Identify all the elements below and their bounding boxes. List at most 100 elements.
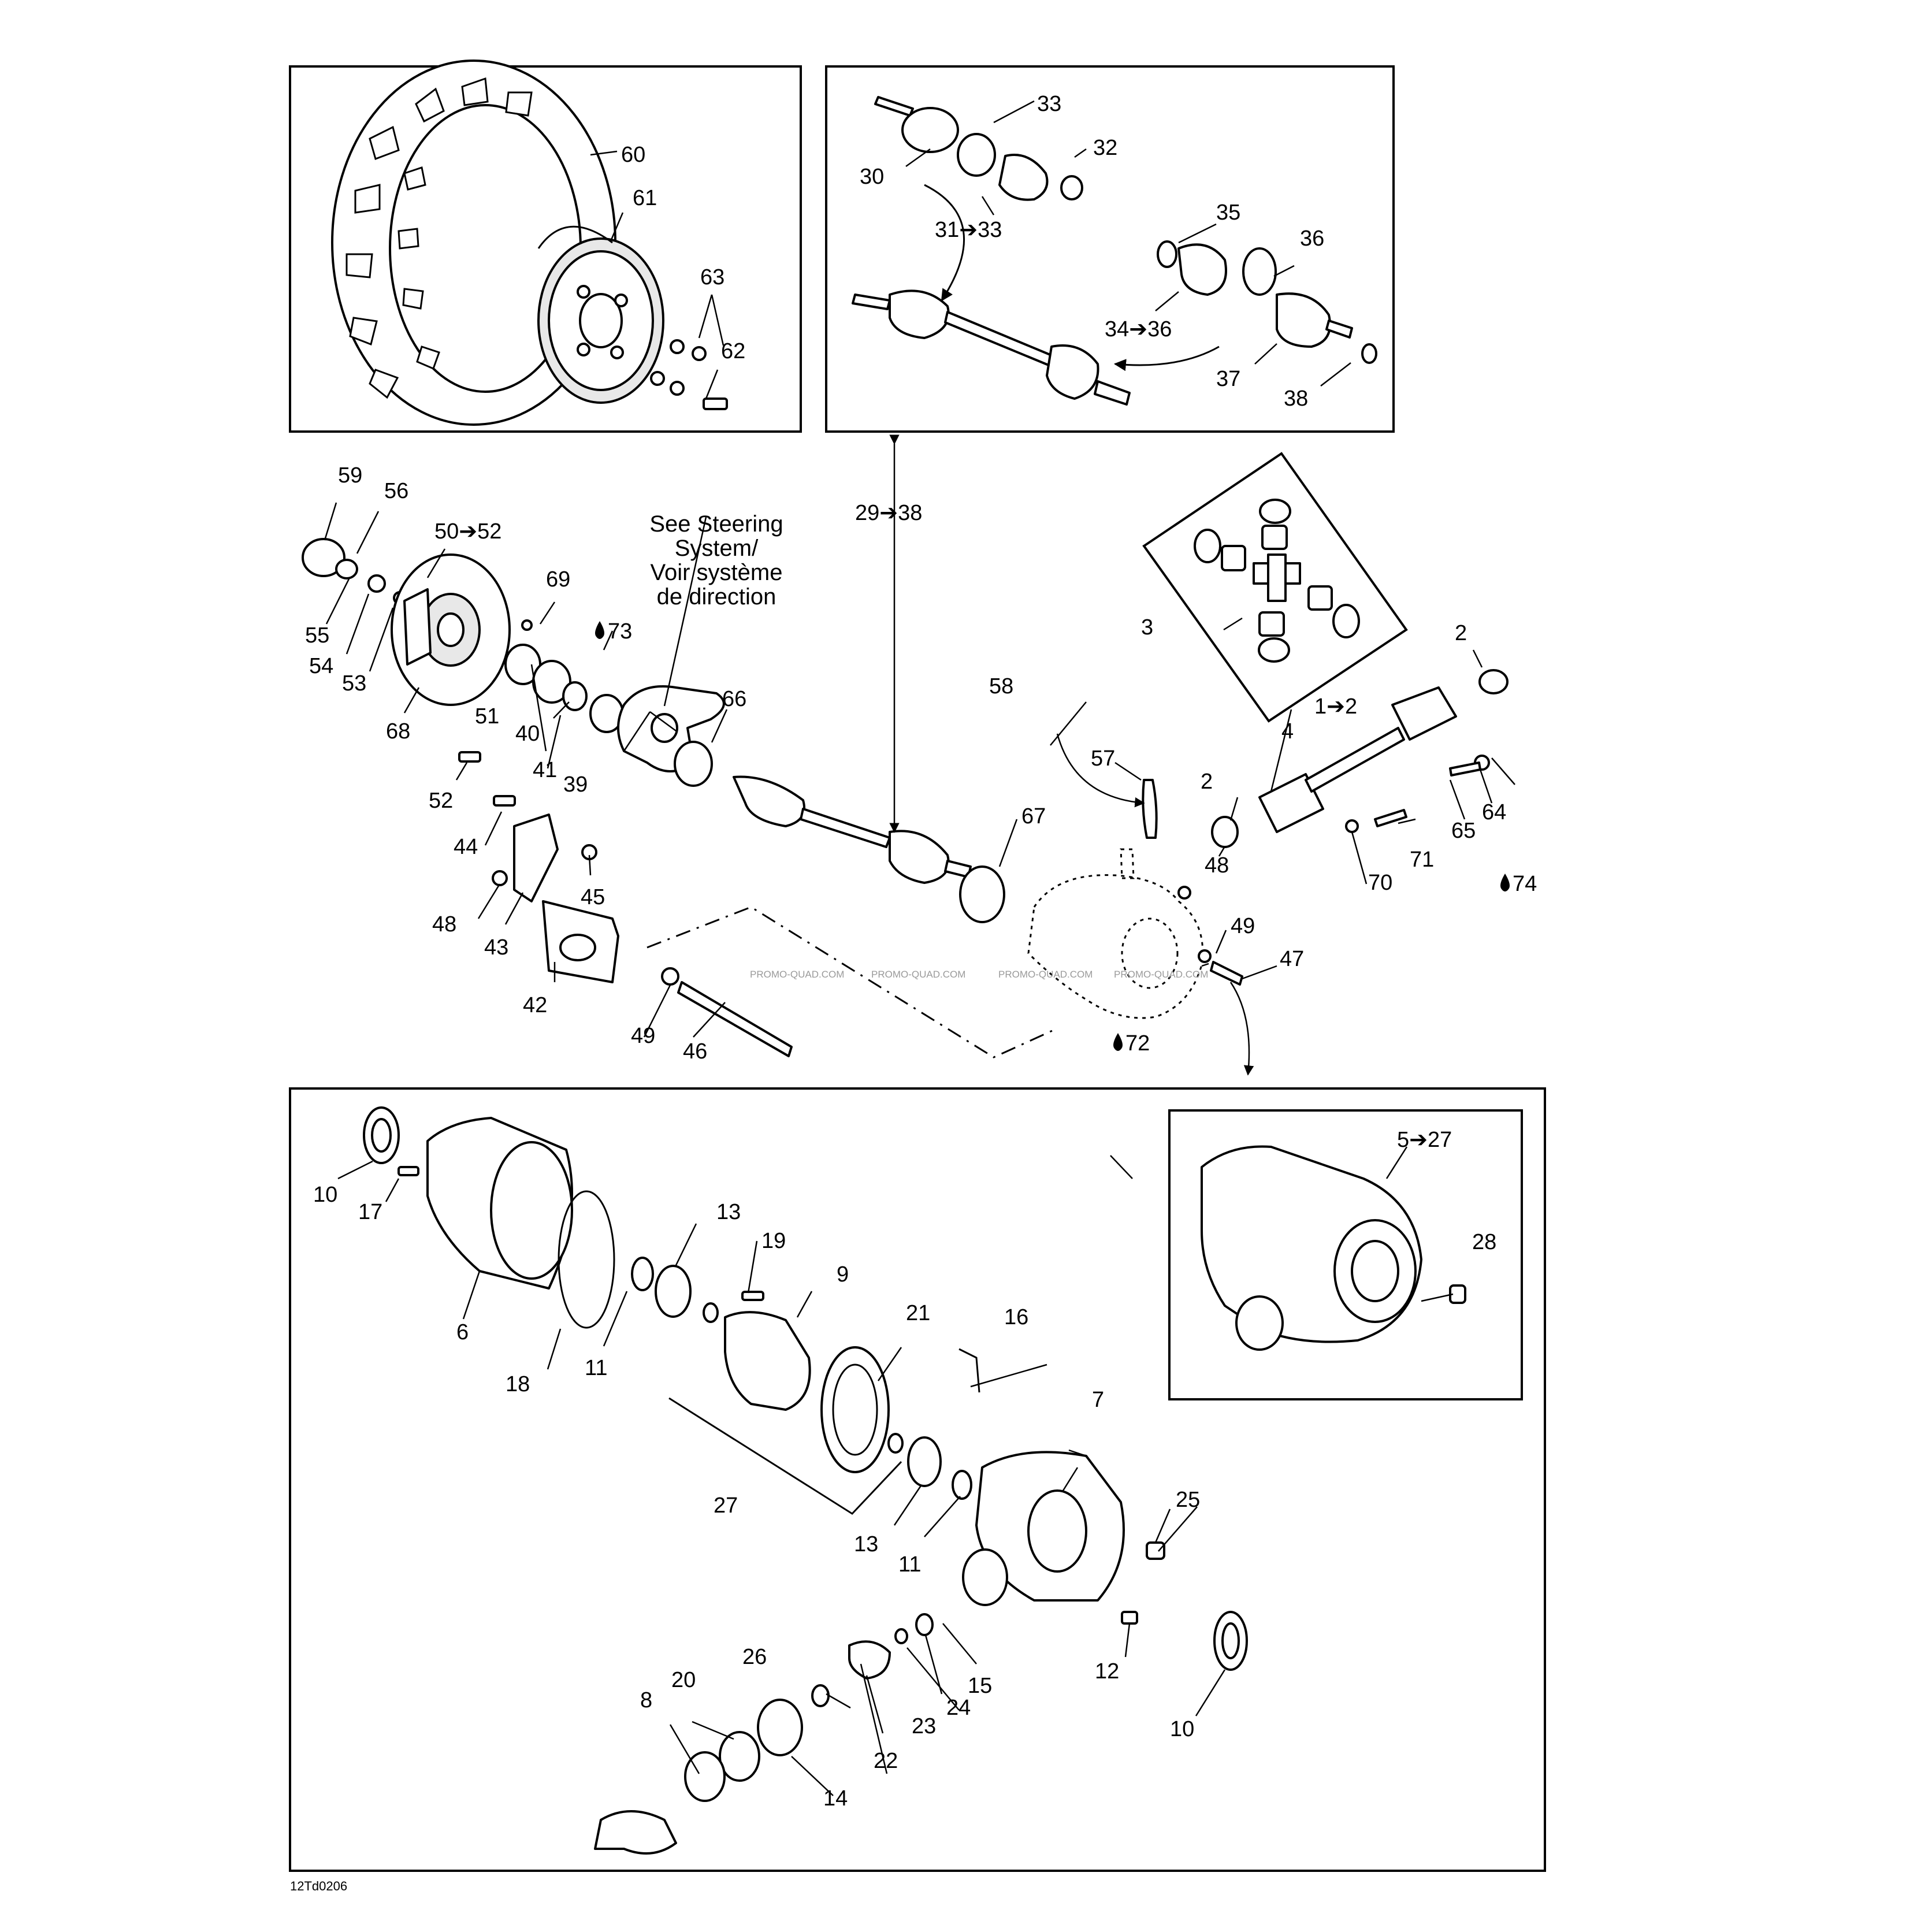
label-55: 55 (305, 623, 329, 648)
svg-text:de direction: de direction (657, 584, 776, 610)
note-see-steering-system: See Steering System/ Voir système de dir… (649, 511, 783, 610)
differential-assembly (1201, 1145, 1466, 1351)
universal-joint-inset-frame (1142, 452, 1408, 723)
label-68: 68 (386, 719, 410, 744)
label-13b: 13 (854, 1532, 878, 1556)
label-53: 53 (342, 671, 366, 696)
label-63: 63 (700, 265, 724, 289)
label-62: 62 (721, 339, 745, 363)
label-18: 18 (506, 1372, 530, 1396)
differential-callout-arrow (1229, 982, 1254, 1076)
label-26: 26 (742, 1645, 767, 1669)
label-28: 28 (1472, 1230, 1496, 1254)
svg-text:PROMO-QUAD.COM: PROMO-QUAD.COM (750, 969, 844, 980)
label-57: 57 (1091, 746, 1115, 771)
label-36: 36 (1300, 226, 1324, 251)
svg-text:See Steering: See Steering (649, 511, 783, 537)
steering-knuckle (617, 685, 725, 787)
label-5to27: 5➔27 (1397, 1128, 1452, 1152)
label-3: 3 (1141, 615, 1153, 640)
label-65: 65 (1451, 819, 1476, 843)
leader-lines (324, 100, 1493, 1796)
label-48b: 48 (1205, 853, 1229, 878)
label-58: 58 (989, 674, 1013, 699)
label-22: 22 (874, 1749, 898, 1773)
drive-shaft-inset-frame (825, 65, 1395, 433)
label-44: 44 (454, 835, 478, 859)
label-25: 25 (1176, 1488, 1200, 1512)
label-71: 71 (1410, 848, 1434, 872)
label-72: 72 (1125, 1031, 1150, 1056)
label-48a: 48 (432, 912, 456, 937)
label-49a: 49 (631, 1024, 655, 1048)
assembly-link-line (647, 906, 1058, 1058)
hub-and-brake-disc (391, 553, 511, 706)
label-39: 39 (563, 772, 588, 797)
label-20: 20 (671, 1668, 696, 1692)
label-59: 59 (338, 463, 362, 488)
diagram-code: 12Td0206 (290, 1879, 347, 1893)
label-10b: 10 (1170, 1717, 1194, 1741)
label-17: 17 (358, 1200, 382, 1224)
drive-shaft-lower (852, 240, 1377, 406)
half-shaft (733, 775, 1005, 923)
label-31to33: 31➔33 (935, 218, 1002, 242)
label-24: 24 (946, 1696, 971, 1720)
label-43: 43 (484, 935, 508, 960)
label-30: 30 (860, 165, 884, 189)
rear-differential-housing (1027, 848, 1243, 1019)
oil-drop-icon (1500, 874, 1510, 891)
label-70: 70 (1368, 871, 1392, 895)
label-60: 60 (621, 143, 645, 167)
label-41: 41 (533, 758, 557, 782)
label-67: 67 (1021, 804, 1046, 828)
wheel-nuts (650, 339, 728, 410)
differential-components (363, 1106, 1248, 1855)
label-4: 4 (1281, 719, 1294, 744)
drive-shaft-upper (874, 96, 1083, 302)
svg-text:Voir système: Voir système (651, 560, 783, 585)
label-21: 21 (906, 1301, 930, 1325)
label-40: 40 (515, 722, 540, 746)
brake-bolt-and-caliper-bracket (458, 751, 793, 1057)
label-6: 6 (456, 1320, 469, 1344)
label-56: 56 (384, 479, 408, 503)
label-61: 61 (633, 186, 657, 210)
label-8: 8 (640, 1688, 652, 1712)
label-2b: 2 (1455, 621, 1467, 645)
svg-text:System/: System/ (675, 536, 759, 561)
label-27: 27 (714, 1493, 738, 1518)
differential-assembly-inset-frame (1168, 1109, 1523, 1400)
label-9: 9 (837, 1262, 849, 1287)
oil-drop-icon (595, 621, 604, 639)
tire-assembly (331, 60, 664, 426)
label-54: 54 (309, 654, 333, 678)
label-7: 7 (1092, 1388, 1104, 1412)
label-16: 16 (1004, 1305, 1028, 1329)
label-37: 37 (1216, 367, 1240, 391)
label-12: 12 (1095, 1659, 1119, 1684)
label-46: 46 (683, 1039, 707, 1064)
part-number-labels: 60 61 63 62 33 30 32 31➔33 35 36 34➔36 3… (305, 92, 1537, 1811)
label-74: 74 (1513, 872, 1537, 896)
label-51: 51 (475, 704, 499, 729)
label-69: 69 (546, 567, 570, 592)
universal-joint-kit (1194, 499, 1360, 663)
knuckle-bearings (504, 619, 624, 733)
label-14: 14 (823, 1786, 848, 1811)
label-23: 23 (912, 1714, 936, 1738)
label-13a: 13 (716, 1200, 741, 1224)
label-10a: 10 (313, 1183, 337, 1207)
label-15: 15 (968, 1674, 992, 1698)
hub-cap (302, 538, 407, 605)
label-1to2: 1➔2 (1314, 694, 1357, 719)
oil-drop-icons (595, 621, 1510, 1051)
label-19: 19 (761, 1229, 786, 1253)
label-2a: 2 (1201, 770, 1213, 794)
label-64: 64 (1482, 800, 1506, 824)
label-52: 52 (429, 789, 453, 813)
drive-shaft-front (1142, 669, 1509, 848)
label-66: 66 (722, 687, 746, 711)
label-33: 33 (1037, 92, 1061, 116)
